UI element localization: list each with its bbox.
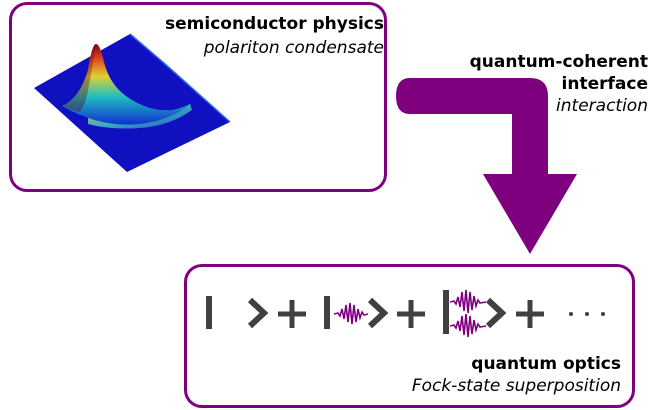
fock-state-subtitle: Fock-state superposition — [411, 376, 621, 396]
interface-title-line1: quantum-coherent — [469, 52, 648, 72]
ket-angle-2 — [485, 297, 507, 329]
polariton-surface-plot — [34, 33, 231, 172]
ellipsis-dot-2 — [585, 312, 589, 316]
ellipsis-dot-3 — [601, 312, 605, 316]
ket-bar-2 — [443, 290, 449, 334]
ket-bar-0 — [206, 296, 212, 329]
semiconductor-physics-title: semiconductor physics — [165, 14, 384, 34]
surface-edge-ridge — [129, 33, 231, 123]
photon-wavepacket-icon-upper — [449, 289, 487, 314]
plus-1 — [278, 300, 306, 328]
quantum-optics-title: quantum optics — [471, 354, 621, 374]
ket-bar-1 — [324, 296, 330, 329]
fock-superposition-equation — [206, 289, 605, 338]
surface-peak-shade — [62, 44, 96, 112]
ket-angle-1 — [367, 297, 389, 329]
surface-peak — [62, 44, 190, 125]
ellipsis-dot-1 — [569, 312, 573, 316]
interaction-subtitle: interaction — [556, 96, 648, 116]
ket-angle-0 — [247, 297, 269, 329]
interface-title-line2: interface — [561, 74, 648, 94]
photon-wavepacket-icon — [333, 302, 369, 325]
arrow-elbow-down-icon — [396, 78, 577, 254]
plus-3 — [516, 300, 544, 328]
quantum-optics-box — [184, 264, 635, 408]
plus-2 — [397, 300, 425, 328]
polariton-condensate-subtitle: polariton condensate — [203, 38, 384, 58]
photon-wavepacket-icon-lower — [449, 313, 487, 338]
